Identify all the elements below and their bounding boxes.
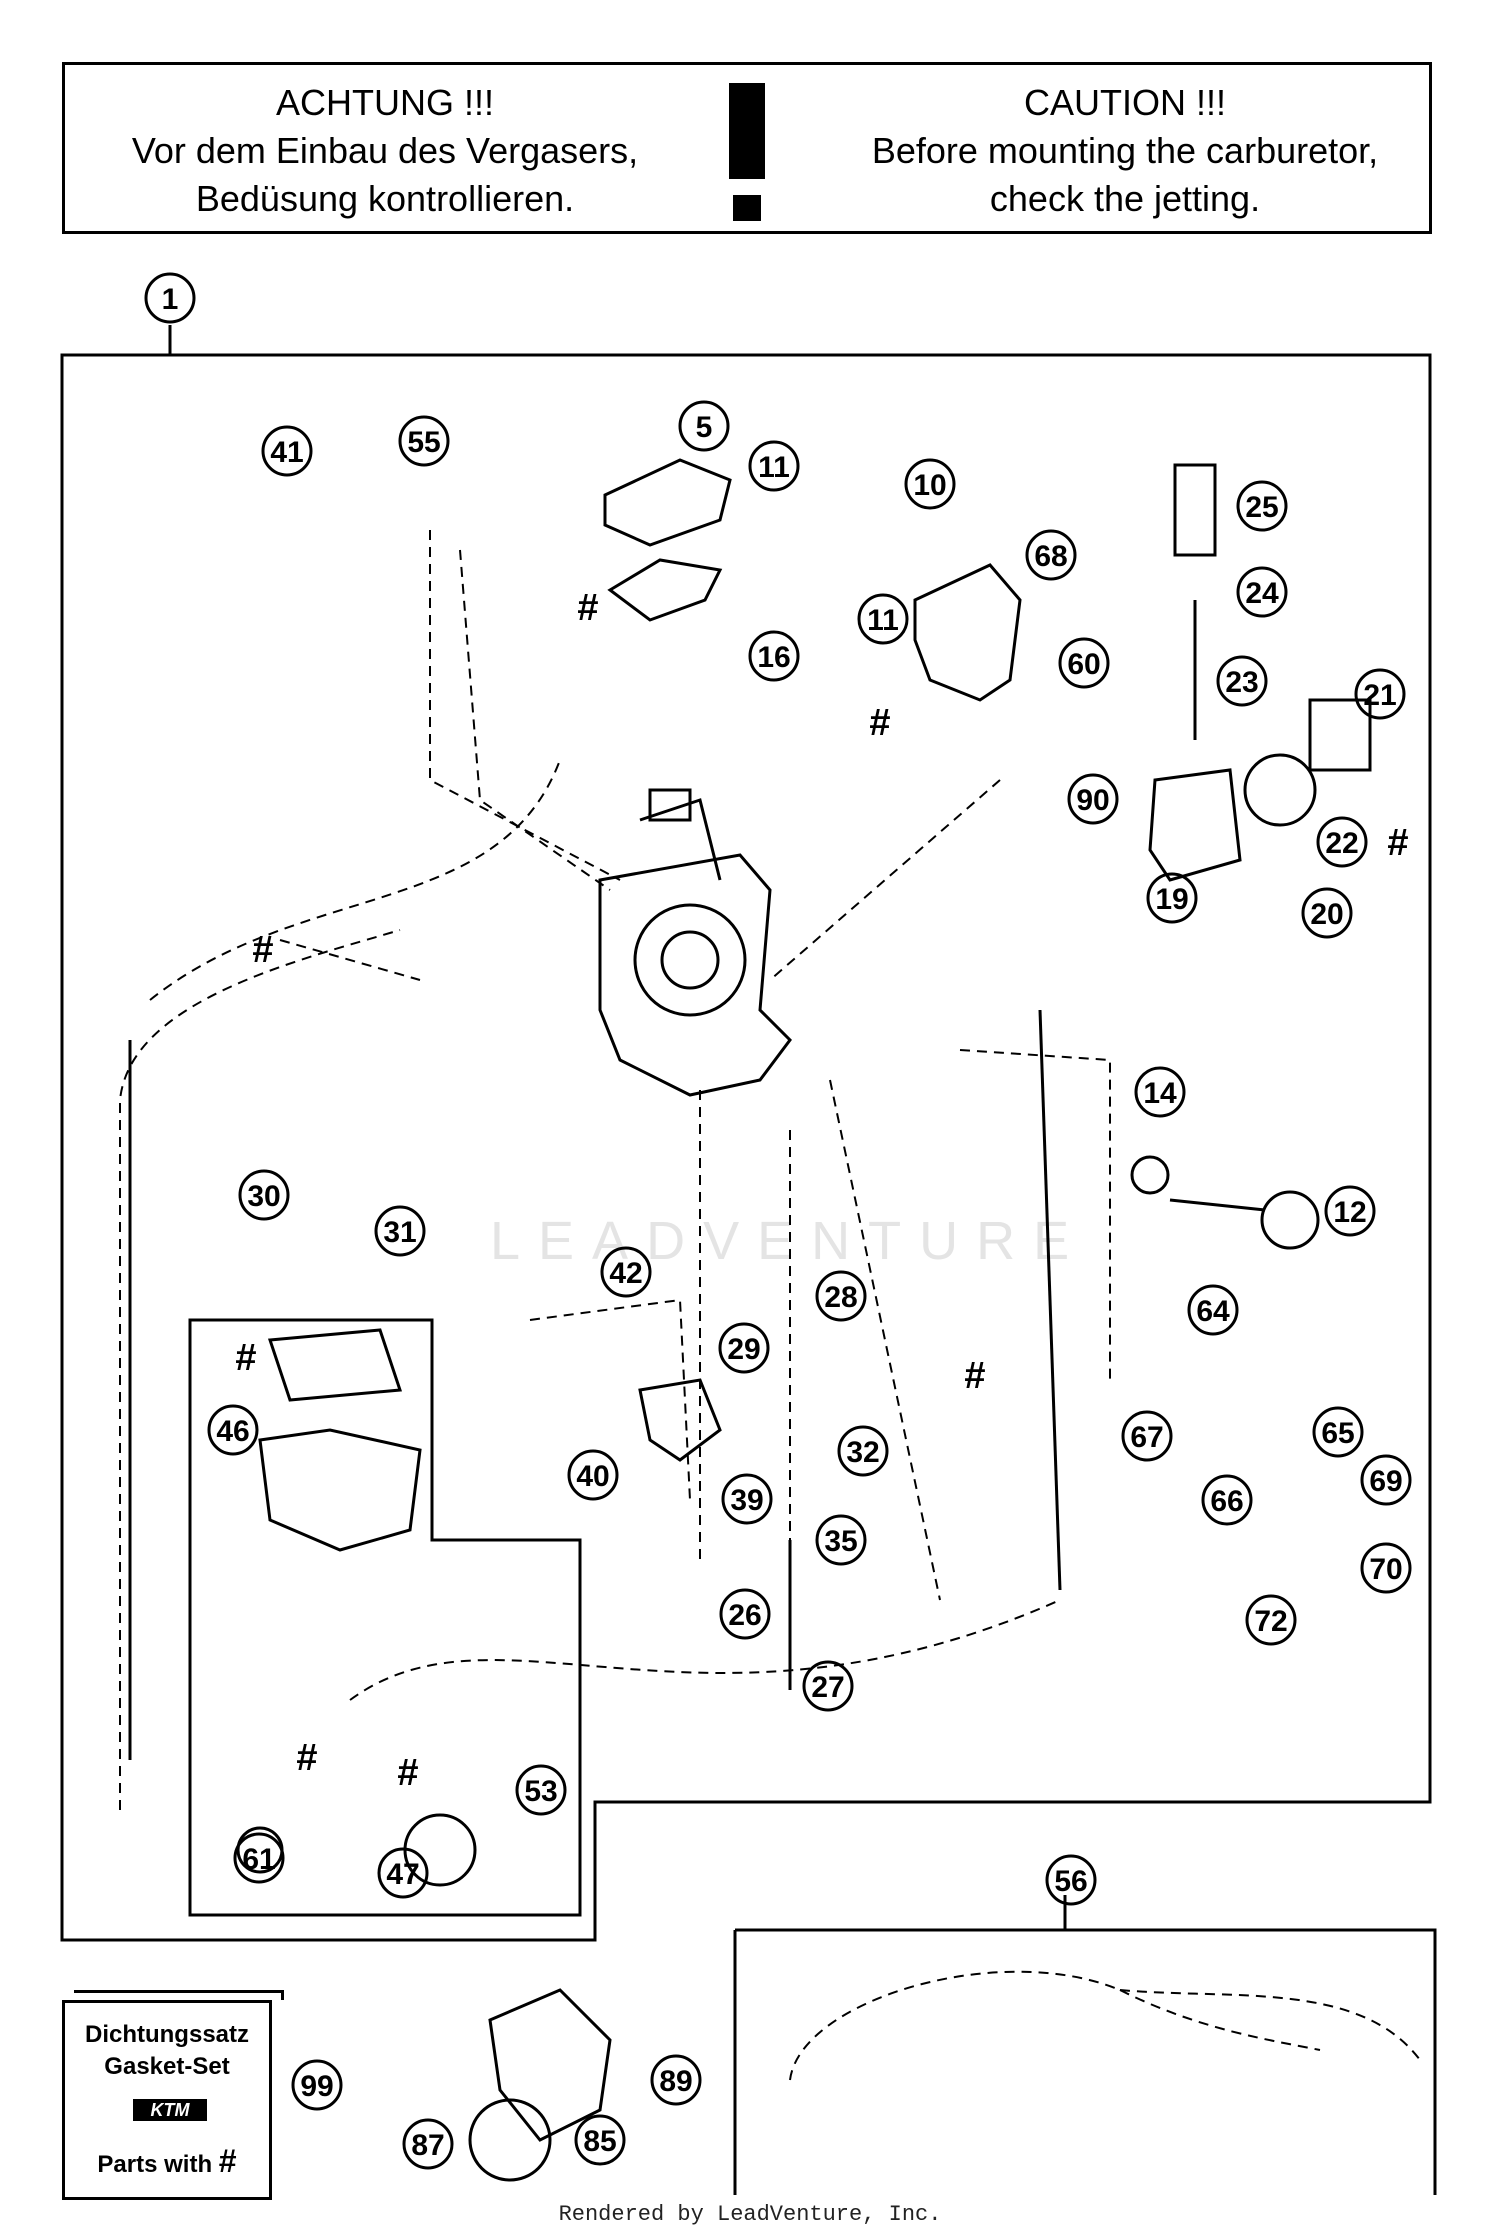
throttle-wheel (1130, 1155, 1320, 1250)
callout-1: 1 (162, 283, 179, 316)
callout-68: 68 (1034, 540, 1067, 573)
credit-footer: Rendered by LeadVenture, Inc. (558, 2202, 942, 2227)
callout-28: 28 (824, 1281, 857, 1314)
callout-29: 29 (727, 1333, 760, 1366)
hose-kit-frame (733, 1928, 1437, 2195)
caution-en-line2: check the jetting. (989, 178, 1261, 219)
hash-mark: # (577, 587, 598, 629)
hash-mark: # (1387, 822, 1408, 864)
callout-85: 85 (583, 2125, 616, 2158)
carburetor-body (598, 788, 792, 1097)
callout-41: 41 (270, 436, 303, 469)
callout-22: 22 (1325, 827, 1358, 860)
callout-16: 16 (757, 641, 790, 674)
hash-mark: # (296, 1737, 317, 1779)
callout-72: 72 (1254, 1605, 1287, 1638)
callout-24: 24 (1245, 577, 1279, 610)
accelerator-pump (1148, 463, 1372, 882)
callout-67: 67 (1130, 1421, 1163, 1454)
hash-mark: # (397, 1752, 418, 1794)
gasket-label-en: Gasket-Set (104, 2053, 230, 2080)
callout-19: 19 (1155, 883, 1188, 916)
callout-61: 61 (242, 1843, 275, 1876)
callout-11b: 11 (867, 604, 899, 637)
exclamation-icon (729, 83, 765, 221)
caution-en-line1: Before mounting the carburetor, (871, 130, 1379, 171)
callout-23: 23 (1225, 666, 1258, 699)
callout-11: 11 (758, 451, 790, 484)
callout-46: 46 (216, 1415, 249, 1448)
assembly-frame (60, 353, 1432, 1942)
callout-20: 20 (1310, 898, 1343, 931)
gasket-set-box: Dichtungssatz Gasket-Set KTM Parts with … (62, 2000, 272, 2200)
callout-40: 40 (576, 1460, 609, 1493)
callout-31: 31 (383, 1216, 416, 1249)
callout-60: 60 (1067, 648, 1100, 681)
gasket-box-shadow (74, 1990, 284, 2000)
intake-boot (468, 1988, 612, 2182)
caution-german: ACHTUNG !!! Vor dem Einbau des Vergasers… (105, 79, 665, 223)
callout-25: 25 (1245, 491, 1278, 524)
hash-mark: # (252, 929, 273, 971)
float-bowl-frame (188, 1318, 582, 1917)
cable-cover (913, 563, 1022, 702)
hash-mark: # (235, 1337, 256, 1379)
callout-21: 21 (1363, 679, 1396, 712)
hash-mark: # (869, 702, 890, 744)
ktm-logo: KTM (133, 2099, 207, 2121)
callout-42: 42 (609, 1257, 642, 1290)
callout-39: 39 (730, 1484, 763, 1517)
callout-12: 12 (1333, 1196, 1366, 1229)
callout-90: 90 (1076, 784, 1109, 817)
callout-56: 56 (1054, 1865, 1087, 1898)
callout-65: 65 (1321, 1417, 1354, 1450)
callout-35: 35 (824, 1525, 857, 1558)
watermark: LEADVENTURE (490, 1211, 1088, 1271)
caution-en-title: CAUTION !!! (1023, 82, 1226, 123)
hash-mark: # (964, 1355, 985, 1397)
callout-47: 47 (386, 1858, 419, 1891)
callout-26: 26 (728, 1599, 761, 1632)
top-cover (603, 458, 732, 622)
callout-10: 10 (913, 469, 946, 502)
caution-de-line2: Bedüsung kontrollieren. (195, 178, 575, 219)
caution-box: ACHTUNG !!! Vor dem Einbau des Vergasers… (62, 62, 1432, 234)
gasket-parts-with: Parts with # (97, 2143, 237, 2179)
callout-53: 53 (524, 1775, 557, 1808)
callout-64: 64 (1196, 1295, 1230, 1328)
gasket-label-de: Dichtungssatz (84, 2021, 249, 2048)
callout-66: 66 (1210, 1485, 1243, 1518)
callout-32: 32 (846, 1436, 879, 1469)
float-bowl (236, 1328, 477, 1887)
float (638, 1378, 722, 1462)
callout-27: 27 (811, 1671, 844, 1704)
callout-5: 5 (696, 411, 713, 444)
callout-99: 99 (300, 2070, 333, 2103)
caution-english: CAUTION !!! Before mounting the carburet… (845, 79, 1405, 223)
callout-14: 14 (1143, 1077, 1177, 1110)
callout-69: 69 (1369, 1465, 1402, 1498)
callout-30: 30 (247, 1180, 280, 1213)
callout-89: 89 (659, 2065, 692, 2098)
callout-70: 70 (1369, 1553, 1402, 1586)
caution-de-line1: Vor dem Einbau des Vergasers, (131, 130, 639, 171)
callout-87: 87 (411, 2129, 444, 2162)
callout-55: 55 (407, 426, 440, 459)
caution-de-title: ACHTUNG !!! (275, 82, 494, 123)
